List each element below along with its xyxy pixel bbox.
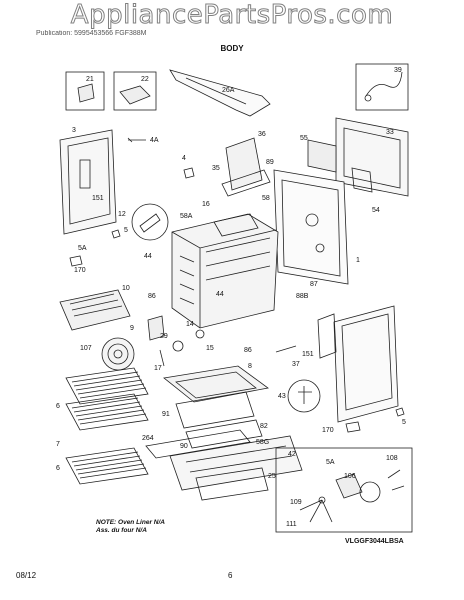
callout-82: 82 bbox=[260, 423, 268, 430]
rack-lower bbox=[65, 447, 149, 485]
callout-111: 111 bbox=[286, 521, 297, 528]
callout-89: 89 bbox=[266, 159, 274, 166]
rack-upper bbox=[65, 367, 149, 405]
callout-58g: 58G bbox=[256, 439, 269, 446]
page-number: 6 bbox=[228, 571, 233, 580]
oven-racks: 6 6 bbox=[56, 367, 149, 485]
part-108-fan-inset: 108 106 109 111 bbox=[275, 447, 413, 533]
callout-22: 22 bbox=[141, 76, 149, 83]
part-107-fan-cover: 107 bbox=[80, 337, 135, 371]
callout-26a: 26A bbox=[222, 87, 235, 94]
part-12-inset: 12 44 bbox=[118, 203, 169, 260]
part-55-plate: 55 bbox=[300, 135, 337, 173]
callout-9: 9 bbox=[130, 325, 134, 332]
note-line-2: Ass. du four N/A bbox=[96, 527, 147, 534]
callout-6b: 6 bbox=[56, 465, 60, 472]
part-22-inset: 22 bbox=[113, 71, 157, 111]
callout-15: 15 bbox=[206, 345, 214, 352]
part-151-right-panel: 151 8 37 bbox=[248, 305, 399, 423]
part-54-bracket: 54 bbox=[351, 167, 380, 214]
footer-date: 08/12 bbox=[16, 571, 37, 580]
callout-44a: 44 bbox=[144, 253, 152, 260]
callout-12: 12 bbox=[118, 211, 126, 218]
callout-91: 91 bbox=[162, 411, 170, 418]
part-39-inset: 39 bbox=[355, 63, 409, 111]
page-title: BODY bbox=[220, 44, 244, 53]
callout-86b: 86 bbox=[244, 347, 252, 354]
part-5-170-clips: 5 5A 170 bbox=[69, 227, 128, 274]
callout-108: 108 bbox=[386, 455, 398, 462]
part-43-inset: 43 bbox=[278, 379, 321, 413]
callout-86a: 86 bbox=[148, 293, 156, 300]
callout-54: 54 bbox=[372, 207, 380, 214]
callout-106: 106 bbox=[344, 473, 356, 480]
publication-header: Publication: 5995453566 FGF388M bbox=[36, 30, 147, 37]
callout-35: 35 bbox=[212, 165, 220, 172]
part-4-screw: 4 bbox=[182, 155, 195, 179]
callout-8: 8 bbox=[248, 363, 252, 370]
part-21-inset: 21 bbox=[65, 71, 105, 111]
callout-5ab: 5A bbox=[326, 459, 335, 466]
callout-44b: 44 bbox=[216, 291, 224, 298]
part-10-broil-pan: 10 9 bbox=[59, 285, 134, 332]
callout-10: 10 bbox=[122, 285, 130, 292]
callout-39: 39 bbox=[394, 67, 402, 74]
callout-107: 107 bbox=[80, 345, 92, 352]
bottom-drawer-assembly: 82 91 264 90 58G 42 25 7 bbox=[56, 365, 303, 501]
callout-151b: 151 bbox=[302, 351, 314, 358]
callout-37: 37 bbox=[292, 361, 300, 368]
callout-36: 36 bbox=[258, 131, 266, 138]
callout-16: 16 bbox=[202, 201, 210, 208]
model-code: VLGGF3044LBSA bbox=[345, 538, 404, 545]
part-1-back-wall: 1 87 88B bbox=[273, 169, 360, 300]
callout-4a: 4A bbox=[150, 137, 159, 144]
callout-90: 90 bbox=[180, 443, 188, 450]
part-3-side-panel: 3 151 bbox=[59, 127, 117, 235]
callout-4: 4 bbox=[182, 155, 186, 162]
callout-58: 58 bbox=[262, 195, 270, 202]
callout-14: 14 bbox=[186, 321, 194, 328]
callout-151a: 151 bbox=[92, 195, 104, 202]
oven-liner: 58A 16 44 86 bbox=[148, 201, 279, 329]
callout-5a: 5 bbox=[124, 227, 128, 234]
callout-5aa: 5A bbox=[78, 245, 87, 252]
callout-5b: 5 bbox=[402, 419, 406, 426]
callout-25: 25 bbox=[268, 473, 276, 480]
part-26a-bracket: 26A bbox=[169, 69, 271, 117]
note-line-1: NOTE: Oven Liner N/A bbox=[96, 519, 165, 526]
part-36-duct: 36 35 89 58 bbox=[212, 131, 274, 202]
callout-55: 55 bbox=[300, 135, 308, 142]
callout-33: 33 bbox=[386, 129, 394, 136]
callout-170b: 170 bbox=[322, 427, 334, 434]
part-33-back-panel: 33 bbox=[335, 117, 409, 197]
callout-6a: 6 bbox=[56, 403, 60, 410]
callout-170a: 170 bbox=[74, 267, 86, 274]
part-29-knob: 29 14 15 17 bbox=[147, 315, 214, 372]
callout-58a: 58A bbox=[180, 213, 193, 220]
callout-17: 17 bbox=[154, 365, 162, 372]
part-170-clip-right: 5 170 5A bbox=[322, 407, 406, 466]
callout-21: 21 bbox=[86, 76, 94, 83]
callout-88b: 88B bbox=[296, 293, 309, 300]
oven-liner-note: NOTE: Oven Liner N/A Ass. du four N/A bbox=[96, 519, 165, 535]
callout-109: 109 bbox=[290, 499, 302, 506]
callout-1: 1 bbox=[356, 257, 360, 264]
callout-43: 43 bbox=[278, 393, 286, 400]
callout-29: 29 bbox=[160, 333, 168, 340]
callout-87: 87 bbox=[310, 281, 318, 288]
rack-middle bbox=[65, 393, 149, 431]
callout-3: 3 bbox=[72, 127, 76, 134]
callout-42: 42 bbox=[288, 451, 296, 458]
callout-7: 7 bbox=[56, 441, 60, 448]
callout-264: 264 bbox=[142, 435, 154, 442]
